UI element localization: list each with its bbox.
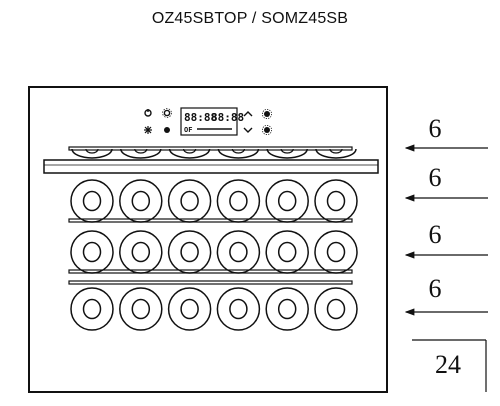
shelf-rail <box>68 218 353 223</box>
bottle-punt <box>229 190 248 212</box>
lock-icon <box>261 125 272 136</box>
bottle-punt <box>277 190 297 212</box>
shelf-rail-lower <box>68 280 353 285</box>
display-screen <box>180 107 238 136</box>
bottle-punt <box>229 241 248 263</box>
bottle-punt <box>131 190 151 212</box>
bottle-punt <box>131 241 151 263</box>
cabinet-outer-frame <box>28 86 388 393</box>
callouts-layer: 6 6 6 6 <box>404 114 488 316</box>
shelves-layer <box>43 146 379 331</box>
drawer-front-bar <box>43 159 379 174</box>
down-arrow-icon <box>243 127 253 133</box>
bottle-punt <box>131 298 151 320</box>
bottle-punt <box>180 298 199 320</box>
shelf-rail-top <box>68 146 353 151</box>
up-arrow-icon <box>243 111 253 117</box>
bottle-punt <box>277 298 297 320</box>
bottle-punt <box>180 190 199 212</box>
bottle-top-partial <box>217 148 260 159</box>
bottle-punt <box>180 241 199 263</box>
bottle-top-partial <box>266 148 308 159</box>
fan-icon <box>144 126 152 134</box>
display-left-digits: 88:88 <box>184 111 217 124</box>
bottle-punt <box>82 298 102 320</box>
control-panel: 88:88 88:88 OF <box>144 107 272 136</box>
shelf-row <box>68 230 358 274</box>
capacity-total-label: 24 <box>435 350 461 379</box>
bottle-top-partial <box>120 148 162 159</box>
bottle-punt <box>277 241 297 263</box>
shelf-row <box>68 179 358 223</box>
shelf-top <box>43 146 379 174</box>
light-icon <box>162 108 172 118</box>
shelf-rail <box>68 269 353 274</box>
bottle-punt <box>326 298 346 320</box>
bottle-punt <box>326 190 346 212</box>
temperature-set-icon <box>164 127 170 133</box>
capacity-total-box: 24 <box>412 339 487 392</box>
alarm-icon <box>261 109 272 120</box>
power-icon <box>144 109 152 117</box>
display-bottom-text: OF <box>184 126 192 134</box>
bottle-punt <box>82 190 102 212</box>
bottle-punt <box>326 241 346 263</box>
bottle-top-partial <box>168 148 211 159</box>
bottle-top-partial <box>315 148 357 159</box>
callout-label: 6 <box>429 114 442 143</box>
callout-label: 6 <box>429 163 442 192</box>
callout-label: 6 <box>429 274 442 303</box>
bottle-punt <box>229 298 248 320</box>
bottle-punt <box>82 241 102 263</box>
display-right-digits: 88:88 <box>211 111 244 124</box>
callout-label: 6 <box>429 220 442 249</box>
shelf-row <box>70 287 358 331</box>
bottle-top-partial <box>71 148 113 159</box>
model-title: OZ45SBTOP / SOMZ45SB <box>151 10 349 27</box>
